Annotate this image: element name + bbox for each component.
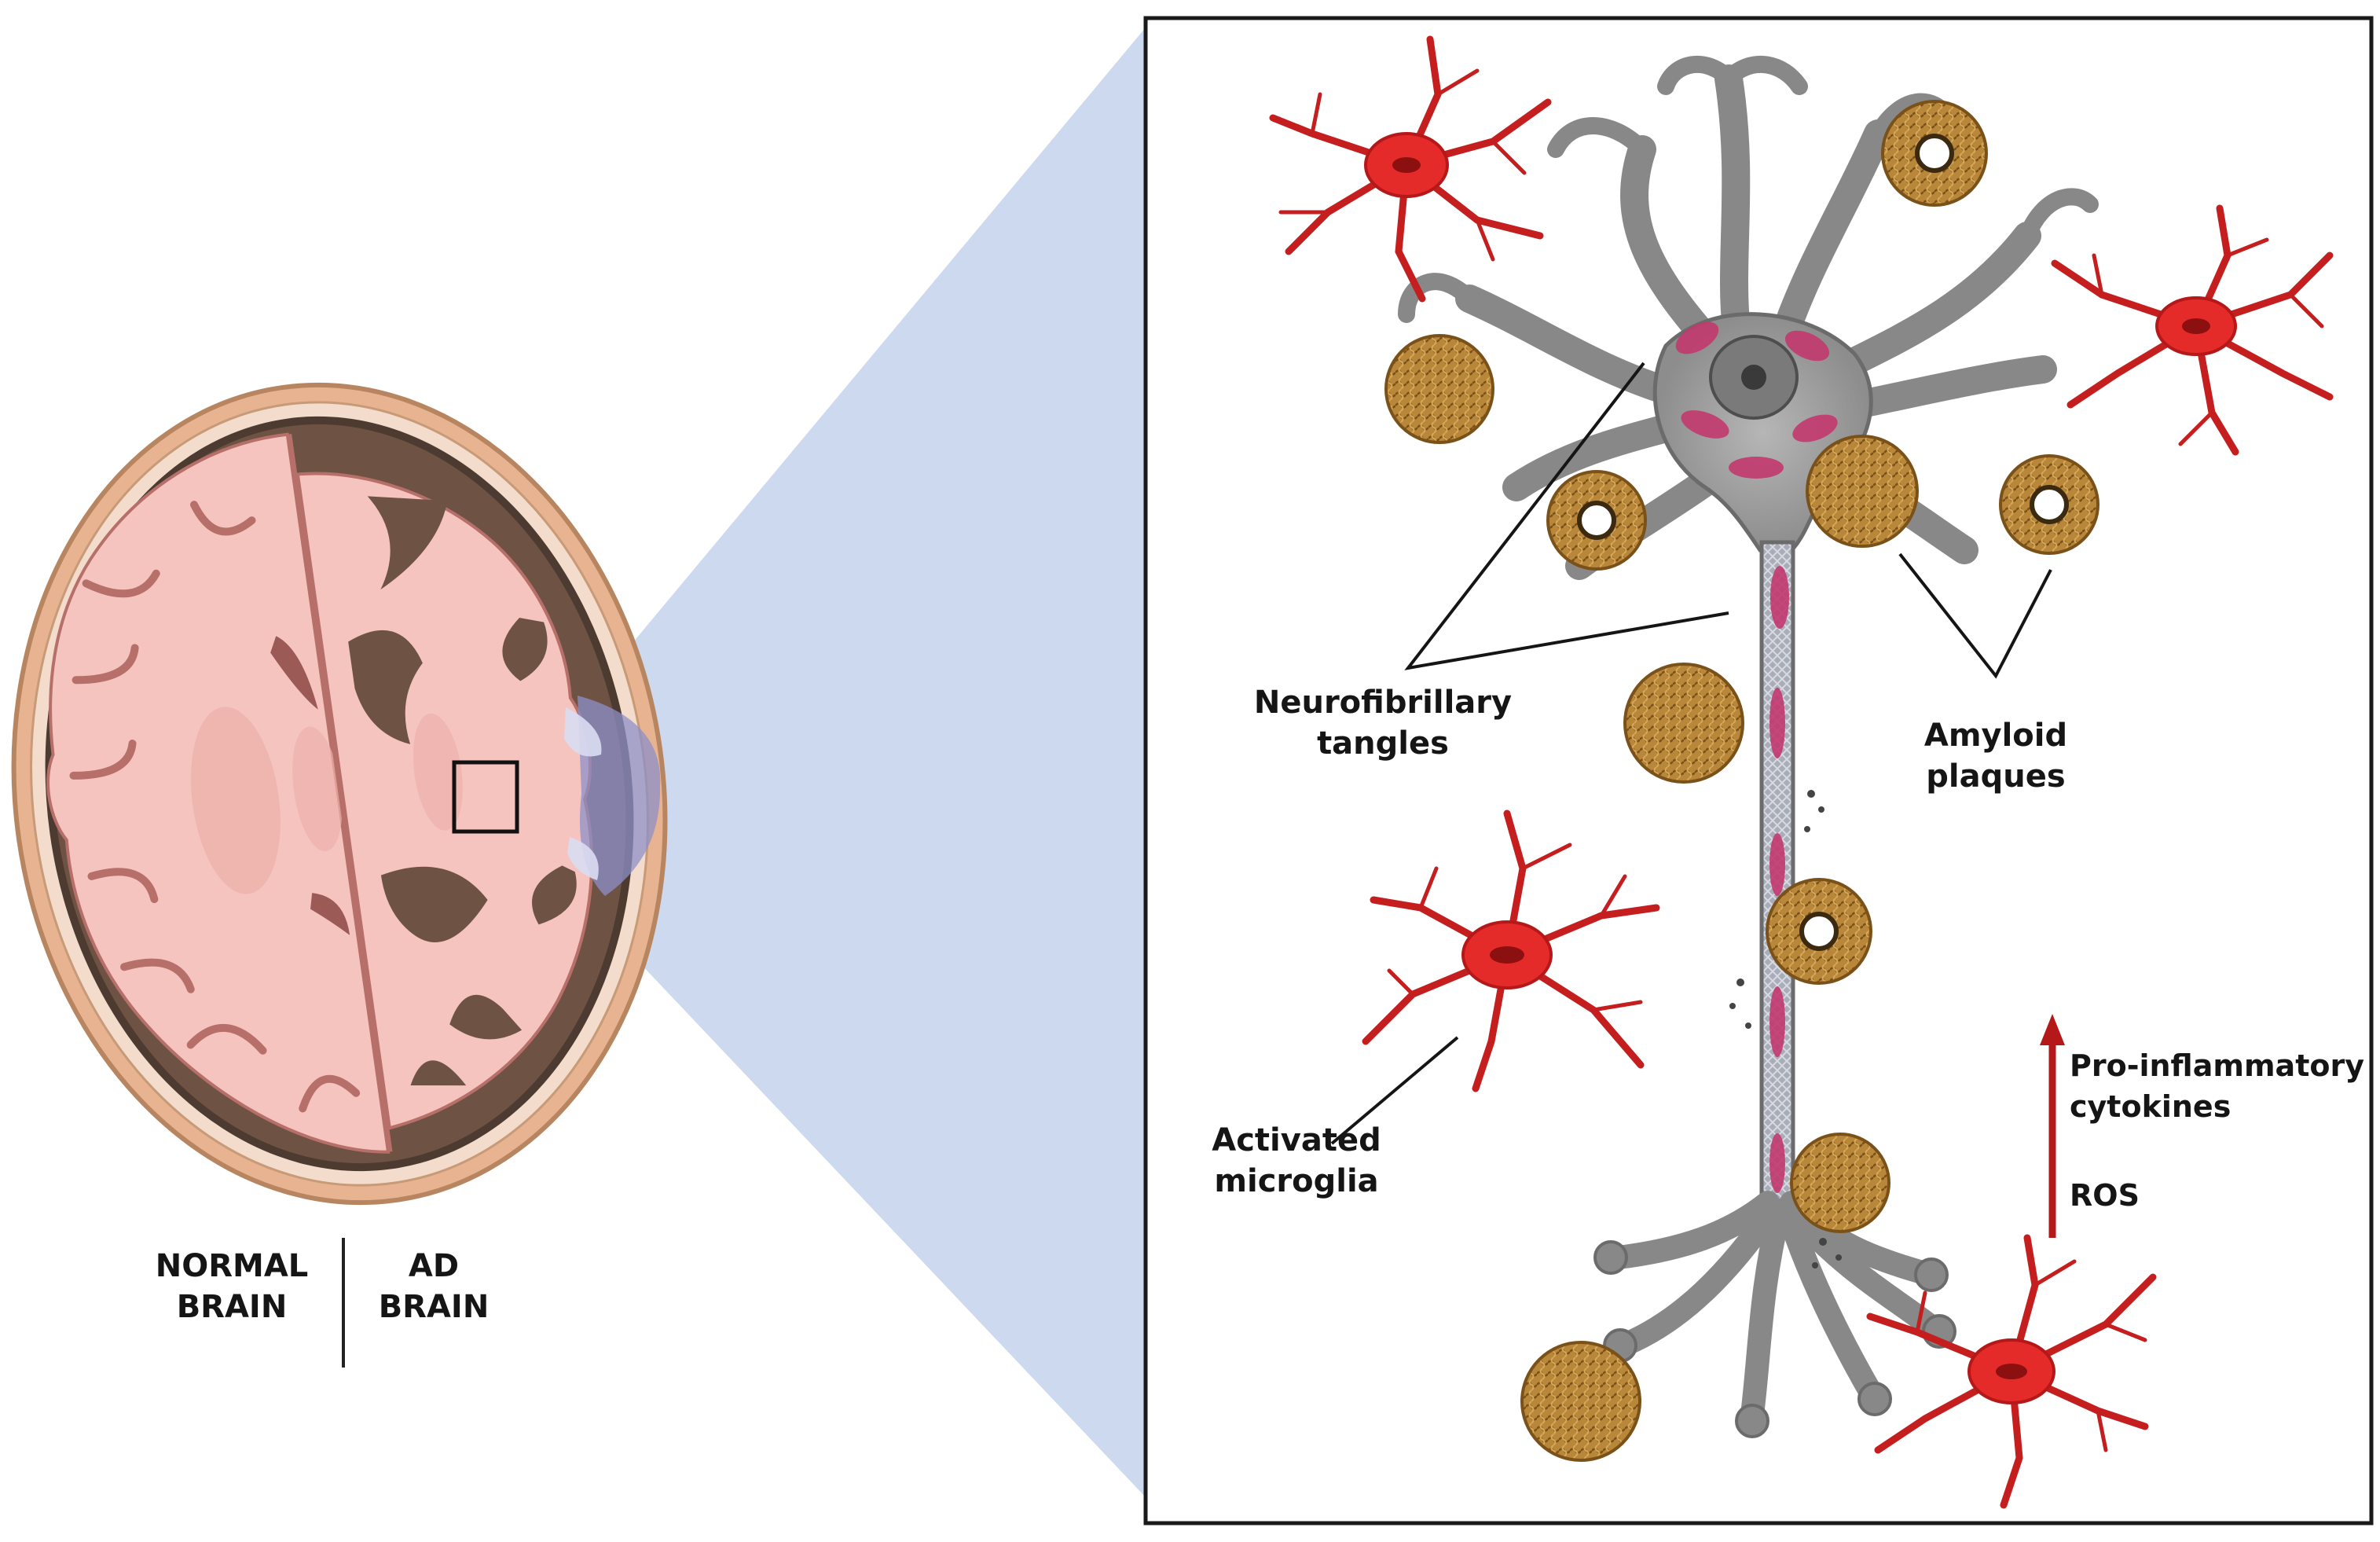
plaque xyxy=(1623,663,1744,784)
zoom-box xyxy=(452,760,519,834)
amyloid-plaques xyxy=(1384,100,2099,1462)
microglia-cell xyxy=(1362,810,1660,1092)
microglia-cell xyxy=(2051,204,2334,456)
plaque xyxy=(1384,334,1494,444)
ad-brain-line-1: AD xyxy=(408,1248,460,1284)
tangles-line-2: tangles xyxy=(1317,725,1449,762)
callout-leaders xyxy=(1330,362,2052,1145)
cytokines-line-2: cytokines xyxy=(2070,1089,2231,1124)
microglia-cell xyxy=(1269,35,1552,303)
plaques-line-2: plaques xyxy=(1926,758,2066,795)
up-arrow xyxy=(2040,1014,2065,1238)
cytokines-label: Pro-inflammatory cytokines xyxy=(2070,1045,2364,1127)
tangles-line-1: Neurofibrillary xyxy=(1253,685,1513,721)
ad-brain-line-2: BRAIN xyxy=(378,1289,490,1325)
plaque xyxy=(1766,878,1872,985)
ros-label: ROS xyxy=(2070,1178,2140,1213)
activated-microglia-label: Activated microglia xyxy=(1206,1120,1387,1202)
activated-microglia-group xyxy=(1269,35,2334,1509)
plaque xyxy=(1999,454,2099,555)
cytokines-line-1: Pro-inflammatory xyxy=(2070,1048,2364,1083)
plaque xyxy=(1546,470,1647,571)
normal-brain-line-1: NORMAL xyxy=(155,1248,309,1284)
microglia-cell xyxy=(1866,1234,2157,1509)
plaques-line-1: Amyloid xyxy=(1923,718,2068,754)
plaque xyxy=(1790,1133,1890,1233)
zoom-wedge xyxy=(625,28,1146,1497)
plaque xyxy=(1806,435,1919,548)
normal-brain-line-2: BRAIN xyxy=(176,1289,288,1325)
amyloid-plaques-label: Amyloid plaques xyxy=(1901,715,2090,797)
microglia-line-1: Activated xyxy=(1212,1122,1381,1158)
brain-cross-section xyxy=(11,382,668,1206)
plaque xyxy=(1881,100,1988,207)
microglia-line-2: microglia xyxy=(1214,1163,1379,1199)
neurofibrillary-tangles-label: Neurofibrillary tangles xyxy=(1234,682,1532,764)
ad-brain-label: AD BRAIN xyxy=(363,1246,504,1327)
normal-brain-label: NORMAL BRAIN xyxy=(141,1246,322,1327)
plaque xyxy=(1520,1341,1641,1462)
